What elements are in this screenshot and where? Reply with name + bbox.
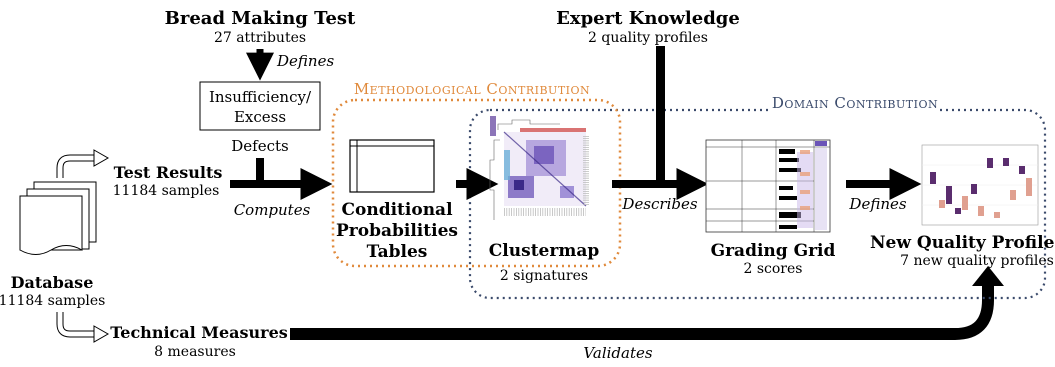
defines-label-2: Defines: [848, 195, 906, 213]
conditional-tables-line2: Probabilities: [336, 221, 458, 241]
bread-test-subtitle: 27 attributes: [214, 30, 306, 46]
test-results-title: Test Results: [114, 163, 223, 182]
grading-grid-thumbnail: [705, 139, 831, 233]
conditional-tables-line1: Conditional: [341, 200, 453, 220]
methodological-contribution-box: [331, 98, 622, 268]
conditional-tables-line3: Tables: [367, 242, 428, 262]
methodological-contribution-label: Methodological Contribution: [354, 80, 590, 98]
insufficiency-line2: Excess: [234, 108, 286, 126]
computes-label: Computes: [234, 201, 311, 219]
clustermap-title: Clustermap: [489, 241, 600, 261]
validates-label: Validates: [583, 344, 652, 362]
domain-contribution-label: Domain Contribution: [772, 94, 938, 112]
clustermap-subtitle: 2 signatures: [500, 268, 588, 284]
new-profiles-title: New Quality Profiles: [870, 233, 1055, 253]
clustermap-thumbnail: [489, 116, 589, 220]
defines-label: Defines: [276, 52, 334, 70]
insufficiency-line1: Insufficiency/: [209, 88, 312, 106]
insufficiency-box: [199, 81, 321, 131]
table-icon: [349, 139, 435, 193]
expert-join: [656, 46, 665, 186]
database-title: Database: [11, 273, 94, 292]
database-subtitle: 11184 samples: [0, 293, 105, 309]
new-profiles-subtitle: 7 new quality profiles: [900, 253, 1054, 269]
validates-arrow: [290, 283, 994, 340]
bread-test-title: Bread Making Test: [165, 8, 356, 29]
expert-subtitle: 2 quality profiles: [588, 30, 708, 46]
grading-grid-subtitle: 2 scores: [744, 261, 803, 277]
technical-measures-subtitle: 8 measures: [154, 344, 236, 360]
defects-join: [256, 158, 264, 185]
defects-label: Defects: [231, 137, 288, 155]
describes-label: Describes: [621, 195, 697, 213]
expert-title: Expert Knowledge: [556, 8, 740, 29]
boxplot-thumbnail: [921, 144, 1039, 226]
test-results-subtitle: 11184 samples: [113, 183, 220, 199]
grading-grid-title: Grading Grid: [711, 241, 836, 261]
technical-measures-title: Technical Measures: [110, 323, 288, 342]
database-icon: [19, 181, 97, 255]
